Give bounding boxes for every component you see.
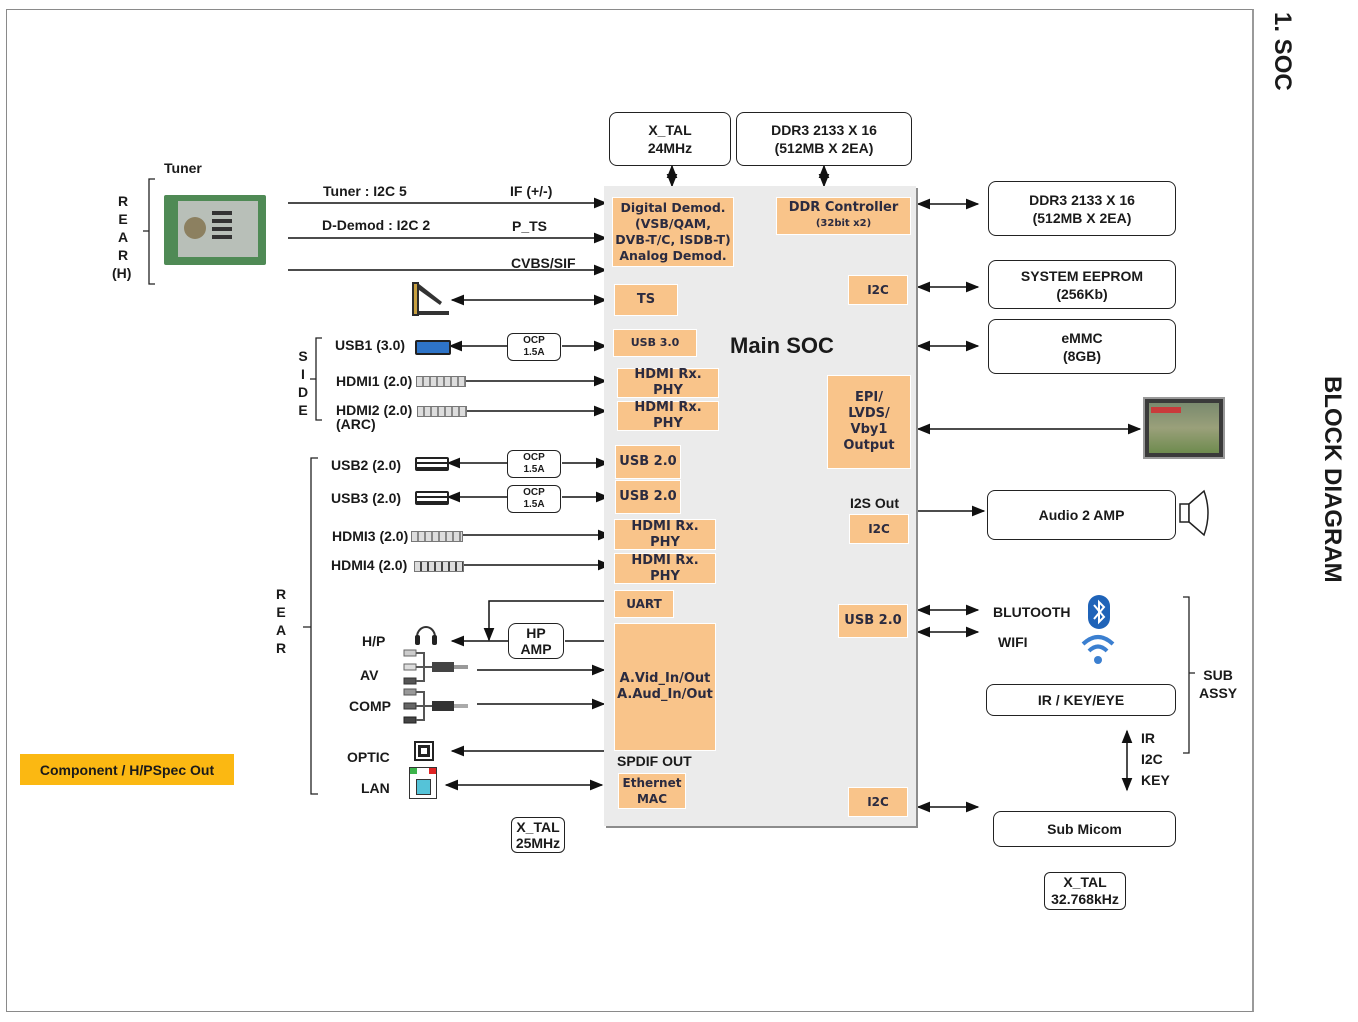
av-cable-icon: [403, 649, 468, 685]
port-usb3: USB3 (2.0): [331, 490, 402, 506]
port-usb1: USB1 (3.0): [335, 337, 406, 353]
port-lan: LAN: [361, 780, 390, 796]
port-hdmi3: HDMI3 (2.0): [332, 528, 409, 544]
ci-slot-connector-icon: [412, 282, 449, 316]
port-comp: COMP: [349, 698, 391, 714]
signal-cvbs: CVBS/SIF: [511, 255, 576, 271]
emmc-box: eMMC(8GB): [988, 319, 1176, 374]
ddr-spec: DDR3 2133 X 16: [771, 122, 877, 138]
i2s-out-label: I2S Out: [850, 495, 900, 511]
diagram-frame: [6, 9, 1254, 1012]
tv-panel-image: [1143, 397, 1225, 459]
speaker-icon: [1179, 489, 1209, 537]
port-usb2: USB2 (2.0): [331, 457, 402, 473]
block-demod: Digital Demod.(VSB/QAM, DVB-T/C, ISDB-T)…: [612, 197, 734, 267]
block-ddr-controller: DDR Controller(32bit x2): [776, 197, 911, 235]
tuner-chips: [212, 211, 232, 239]
spdif-out-label: SPDIF OUT: [617, 753, 692, 769]
wire-uart: [483, 600, 605, 642]
port-hdmi1: HDMI1 (2.0): [336, 373, 413, 389]
port-hdmi4: HDMI4 (2.0): [331, 557, 408, 573]
block-usb20-2: USB 2.0: [615, 480, 681, 514]
ddr-right-box: DDR3 2133 X 16(512MB X 2EA): [988, 181, 1176, 236]
signal-pts: P_TS: [512, 218, 548, 234]
port-av: AV: [360, 667, 379, 683]
bracket-rear: [303, 457, 318, 795]
wifi-label: WIFI: [998, 634, 1028, 650]
block-hdmi-rx-2: HDMI Rx. PHY: [617, 400, 719, 431]
block-hdmi-rx-3: HDMI Rx. PHY: [614, 519, 716, 550]
block-ts: TS: [614, 284, 678, 316]
system-eeprom-box: SYSTEM EEPROM(256Kb): [988, 260, 1176, 309]
signal-demod-i2c: D-Demod : I2C 2: [322, 217, 431, 233]
bracket-sub-assy: [1183, 596, 1195, 754]
bracket-rear-h: [143, 178, 155, 285]
audio-amp-box: Audio 2 AMP: [987, 490, 1176, 540]
signal-if: IF (+/-): [510, 183, 553, 199]
block-usb20-right: USB 2.0: [838, 604, 908, 638]
bluetooth-label: BLUTOOTH: [993, 604, 1071, 620]
port-optic: OPTIC: [347, 749, 390, 765]
port-hp: H/P: [362, 633, 386, 649]
optical-port-icon: [414, 741, 434, 761]
usb3-port-icon: [415, 340, 451, 355]
hdmi-port-icon: [416, 376, 466, 387]
block-i2c-eeprom: I2C: [848, 275, 908, 305]
main-soc-title: Main SOC: [730, 333, 834, 358]
port-hdmi2: HDMI2 (2.0)(ARC): [336, 402, 413, 432]
xtal-freq: 24MHz: [647, 140, 693, 156]
tuner-title: Tuner: [164, 160, 202, 176]
ddr-size: (512MB X 2EA): [774, 140, 874, 156]
xtal-24mhz-box: X_TAL 24MHz: [609, 112, 731, 166]
headphone-icon: [415, 626, 437, 645]
xtal-label: X_TAL: [648, 122, 692, 138]
bluetooth-icon: [1088, 595, 1110, 629]
bracket-side: [310, 337, 322, 421]
hdmi-port-icon: [414, 561, 464, 572]
tuner-connector: [184, 217, 206, 239]
usb2-port-icon: [415, 457, 449, 471]
block-usb30: USB 3.0: [613, 329, 697, 357]
signal-tuner-i2c: Tuner : I2C 5: [323, 183, 407, 199]
block-hdmi-rx-1: HDMI Rx. PHY: [617, 367, 719, 398]
hdmi-port-icon: [411, 531, 463, 542]
block-i2c-micom: I2C: [848, 787, 908, 817]
block-i2c-audio: I2C: [849, 514, 909, 544]
sub-micom-box: Sub Micom: [993, 811, 1176, 847]
block-hdmi-rx-4: HDMI Rx. PHY: [614, 553, 716, 584]
ddr-top-box: DDR3 2133 X 16 (512MB X 2EA): [736, 112, 912, 166]
block-usb20-1: USB 2.0: [615, 445, 681, 479]
ir-key-eye-box: IR / KEY/EYE: [986, 684, 1176, 716]
tuner-module-image: [164, 195, 266, 265]
wifi-icon: [1081, 635, 1115, 664]
block-uart: UART: [614, 590, 674, 618]
component-cable-icon: [403, 688, 468, 724]
hdmi-port-icon: [417, 406, 467, 417]
component-hp-spec-badge: Component / H/PSpec Out: [20, 754, 234, 785]
usb2-port-icon: [415, 491, 449, 505]
lan-port-icon: [409, 767, 437, 799]
